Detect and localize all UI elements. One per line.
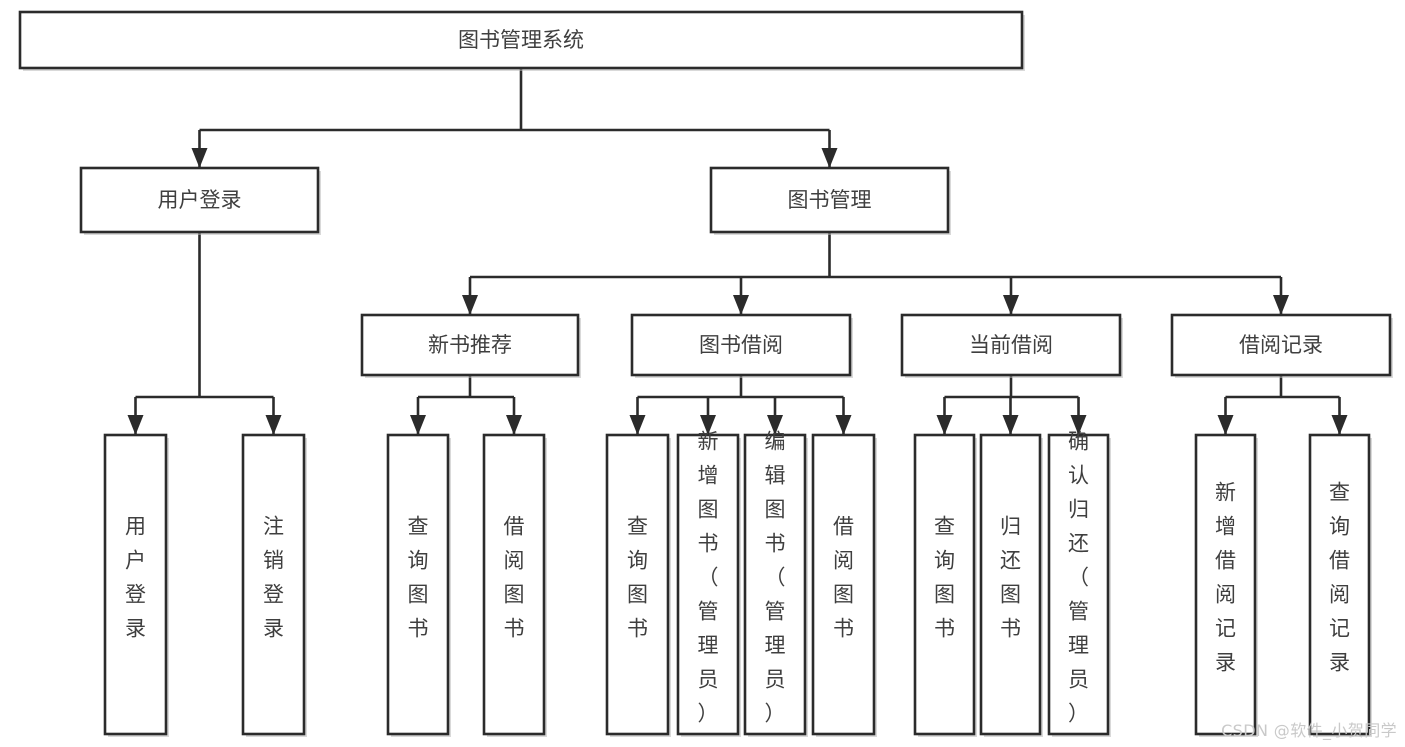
node-box-leaf-add-book[interactable] [676, 433, 740, 736]
node-leaf-user-login[interactable]: 用户登录 [103, 433, 169, 737]
node-user-login[interactable]: 用户登录 [79, 166, 321, 235]
node-box-leaf-confirm-return[interactable] [1047, 433, 1110, 736]
node-leaf-add-book[interactable]: 新增图书（管理员） [676, 430, 741, 738]
edges-from-book-manage [462, 232, 1289, 315]
edges-from-root [191, 68, 838, 168]
node-leaf-query-book-3[interactable]: 查询图书 [913, 433, 977, 737]
node-new-book-recommend[interactable]: 新书推荐 [360, 313, 581, 378]
node-borrow-record[interactable]: 借阅记录 [1170, 313, 1393, 378]
arrow-head-icon [1273, 295, 1289, 315]
arrow-head-icon [506, 415, 522, 435]
node-leaf-add-borrow-record[interactable]: 新增借阅记录 [1194, 433, 1258, 737]
node-leaf-query-book-1[interactable]: 查询图书 [386, 433, 451, 737]
node-label-leaf-user-login: 用户登录 [125, 515, 146, 641]
node-leaf-return-book[interactable]: 归还图书 [979, 433, 1043, 737]
arrow-head-icon [629, 415, 646, 435]
edges-from-user-login [127, 232, 282, 435]
node-box-leaf-query-book-1[interactable] [386, 433, 450, 736]
arrow-head-icon [1331, 415, 1348, 435]
node-label-book-borrow: 图书借阅 [699, 333, 783, 357]
node-box-new-book-recommend[interactable] [360, 313, 580, 377]
node-leaf-confirm-return[interactable]: 确认归还（管理员） [1047, 430, 1111, 738]
arrow-head-icon [767, 415, 783, 435]
arrow-head-icon [1003, 295, 1019, 315]
node-label-leaf-return-book: 归还图书 [1000, 515, 1021, 641]
edges-from-borrow-record [1217, 375, 1348, 435]
node-box-leaf-query-borrow-record[interactable] [1308, 433, 1371, 736]
arrow-head-icon [191, 148, 208, 168]
edges-from-new-book-recommend [410, 375, 522, 435]
arrow-head-icon [835, 415, 852, 435]
arrow-head-icon [127, 415, 144, 435]
node-box-leaf-query-book-3[interactable] [913, 433, 976, 736]
node-box-book-manage[interactable] [709, 166, 950, 234]
node-box-book-borrow[interactable] [630, 313, 852, 377]
node-box-borrow-record[interactable] [1170, 313, 1392, 377]
arrow-head-icon [1002, 415, 1019, 435]
arrow-head-icon [700, 415, 716, 435]
node-box-leaf-user-login[interactable] [103, 433, 168, 736]
node-box-leaf-borrow-book-2[interactable] [811, 433, 876, 736]
node-root[interactable]: 图书管理系统 [18, 10, 1025, 71]
node-label-leaf-edit-book: 编辑图书（管理员） [765, 430, 786, 726]
node-label-borrow-record: 借阅记录 [1239, 333, 1323, 357]
node-box-leaf-add-borrow-record[interactable] [1194, 433, 1257, 736]
node-box-user-login[interactable] [79, 166, 320, 234]
node-label-leaf-add-borrow-record: 新增借阅记录 [1215, 481, 1236, 675]
node-label-book-manage: 图书管理 [788, 188, 872, 212]
node-label-leaf-borrow-book-1: 借阅图书 [504, 515, 525, 641]
node-label-root: 图书管理系统 [458, 28, 584, 52]
node-label-current-borrow: 当前借阅 [969, 333, 1053, 357]
arrow-head-icon [410, 415, 426, 435]
arrow-head-icon [462, 295, 478, 315]
node-leaf-logout-login[interactable]: 注销登录 [241, 433, 307, 737]
node-box-root[interactable] [18, 10, 1024, 70]
node-book-borrow[interactable]: 图书借阅 [630, 313, 853, 378]
node-label-leaf-query-book-3: 查询图书 [934, 515, 955, 641]
node-label-leaf-borrow-book-2: 借阅图书 [833, 515, 854, 641]
arrow-head-icon [821, 148, 838, 168]
node-label-new-book-recommend: 新书推荐 [428, 333, 512, 357]
node-current-borrow[interactable]: 当前借阅 [900, 313, 1123, 378]
node-label-user-login: 用户登录 [158, 188, 242, 212]
edges-from-book-borrow [629, 375, 852, 435]
node-label-leaf-add-book: 新增图书（管理员） [698, 430, 719, 726]
node-layer: 图书管理系统用户登录图书管理新书推荐图书借阅当前借阅借阅记录用户登录注销登录查询… [18, 10, 1393, 738]
arrow-head-icon [1070, 415, 1087, 435]
node-box-leaf-edit-book[interactable] [743, 433, 807, 736]
node-book-manage[interactable]: 图书管理 [709, 166, 951, 235]
node-label-leaf-query-book-1: 查询图书 [408, 515, 429, 641]
node-box-leaf-borrow-book-1[interactable] [482, 433, 546, 736]
node-leaf-query-book-2[interactable]: 查询图书 [605, 433, 671, 737]
node-box-leaf-return-book[interactable] [979, 433, 1042, 736]
node-box-leaf-logout-login[interactable] [241, 433, 306, 736]
arrow-head-icon [265, 415, 282, 435]
node-label-leaf-query-book-2: 查询图书 [627, 515, 648, 641]
node-box-leaf-query-book-2[interactable] [605, 433, 670, 736]
arrow-head-icon [1217, 415, 1234, 435]
arrow-head-icon [733, 295, 749, 315]
node-leaf-borrow-book-1[interactable]: 借阅图书 [482, 433, 547, 737]
node-leaf-borrow-book-2[interactable]: 借阅图书 [811, 433, 877, 737]
csdn-watermark: CSDN @软件_小贺同学 [1221, 721, 1397, 740]
node-label-leaf-query-borrow-record: 查询借阅记录 [1329, 481, 1350, 675]
connector-layer [127, 68, 1348, 435]
node-box-current-borrow[interactable] [900, 313, 1122, 377]
arrow-head-icon [936, 415, 953, 435]
node-label-leaf-confirm-return: 确认归还（管理员） [1068, 430, 1089, 726]
node-leaf-edit-book[interactable]: 编辑图书（管理员） [743, 430, 808, 738]
node-label-leaf-logout-login: 注销登录 [263, 515, 284, 641]
node-leaf-query-borrow-record[interactable]: 查询借阅记录 [1308, 433, 1372, 737]
edges-from-current-borrow [936, 375, 1087, 435]
